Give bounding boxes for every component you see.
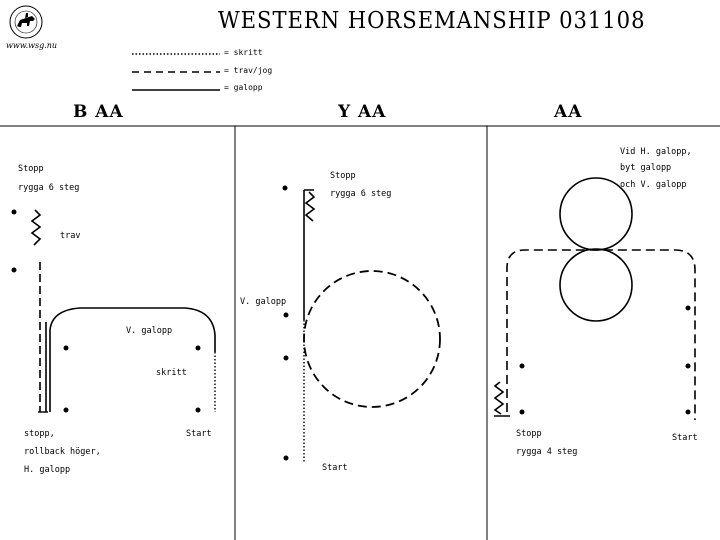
p1-finish-line-1: stopp, bbox=[24, 429, 55, 439]
legend-label-lope: = galopp bbox=[224, 83, 263, 92]
p1-finish-line-2: rollback höger, bbox=[24, 447, 101, 457]
p1-backup-label: rygga 6 steg bbox=[18, 183, 80, 193]
page-title: WESTERN HORSEMANSHIP 031108 bbox=[218, 8, 646, 34]
legend-label-trot: = trav/jog bbox=[224, 66, 273, 75]
legend-label-walk: = skritt bbox=[224, 48, 263, 57]
p1-stop-label: Stopp bbox=[18, 164, 44, 174]
p3-backup-label: rygga 4 steg bbox=[516, 447, 578, 457]
p1-trot-label: trav bbox=[60, 231, 81, 241]
p1-start-label: Start bbox=[186, 429, 212, 439]
p2-lead-label: V. galopp bbox=[240, 297, 287, 307]
pattern-1-title: B AA bbox=[73, 102, 124, 122]
p3-top-line-3: och V. galopp bbox=[620, 180, 687, 190]
p2-start-label: Start bbox=[322, 463, 348, 473]
website-label: www.wsg.nu bbox=[6, 41, 58, 50]
p1-walk-label: skritt bbox=[156, 368, 187, 378]
pattern-3-title: AA bbox=[554, 102, 583, 122]
p3-top-line-2: byt galopp bbox=[620, 163, 672, 173]
p1-finish-line-3: H. galopp bbox=[24, 465, 71, 475]
club-logo bbox=[9, 5, 43, 39]
pattern-3-path bbox=[493, 177, 696, 420]
p3-start-label: Start bbox=[672, 433, 698, 443]
p3-top-line-1: Vid H. galopp, bbox=[620, 147, 692, 157]
p1-lead-label: V. galopp bbox=[126, 326, 173, 336]
pattern-2-path bbox=[282, 185, 441, 462]
p2-backup-label: rygga 6 steg bbox=[330, 189, 392, 199]
p2-stop-label: Stopp bbox=[330, 171, 356, 181]
pattern-1-path bbox=[11, 209, 216, 413]
p3-stop-label: Stopp bbox=[516, 429, 542, 439]
pattern-2-title: Y AA bbox=[338, 102, 387, 122]
